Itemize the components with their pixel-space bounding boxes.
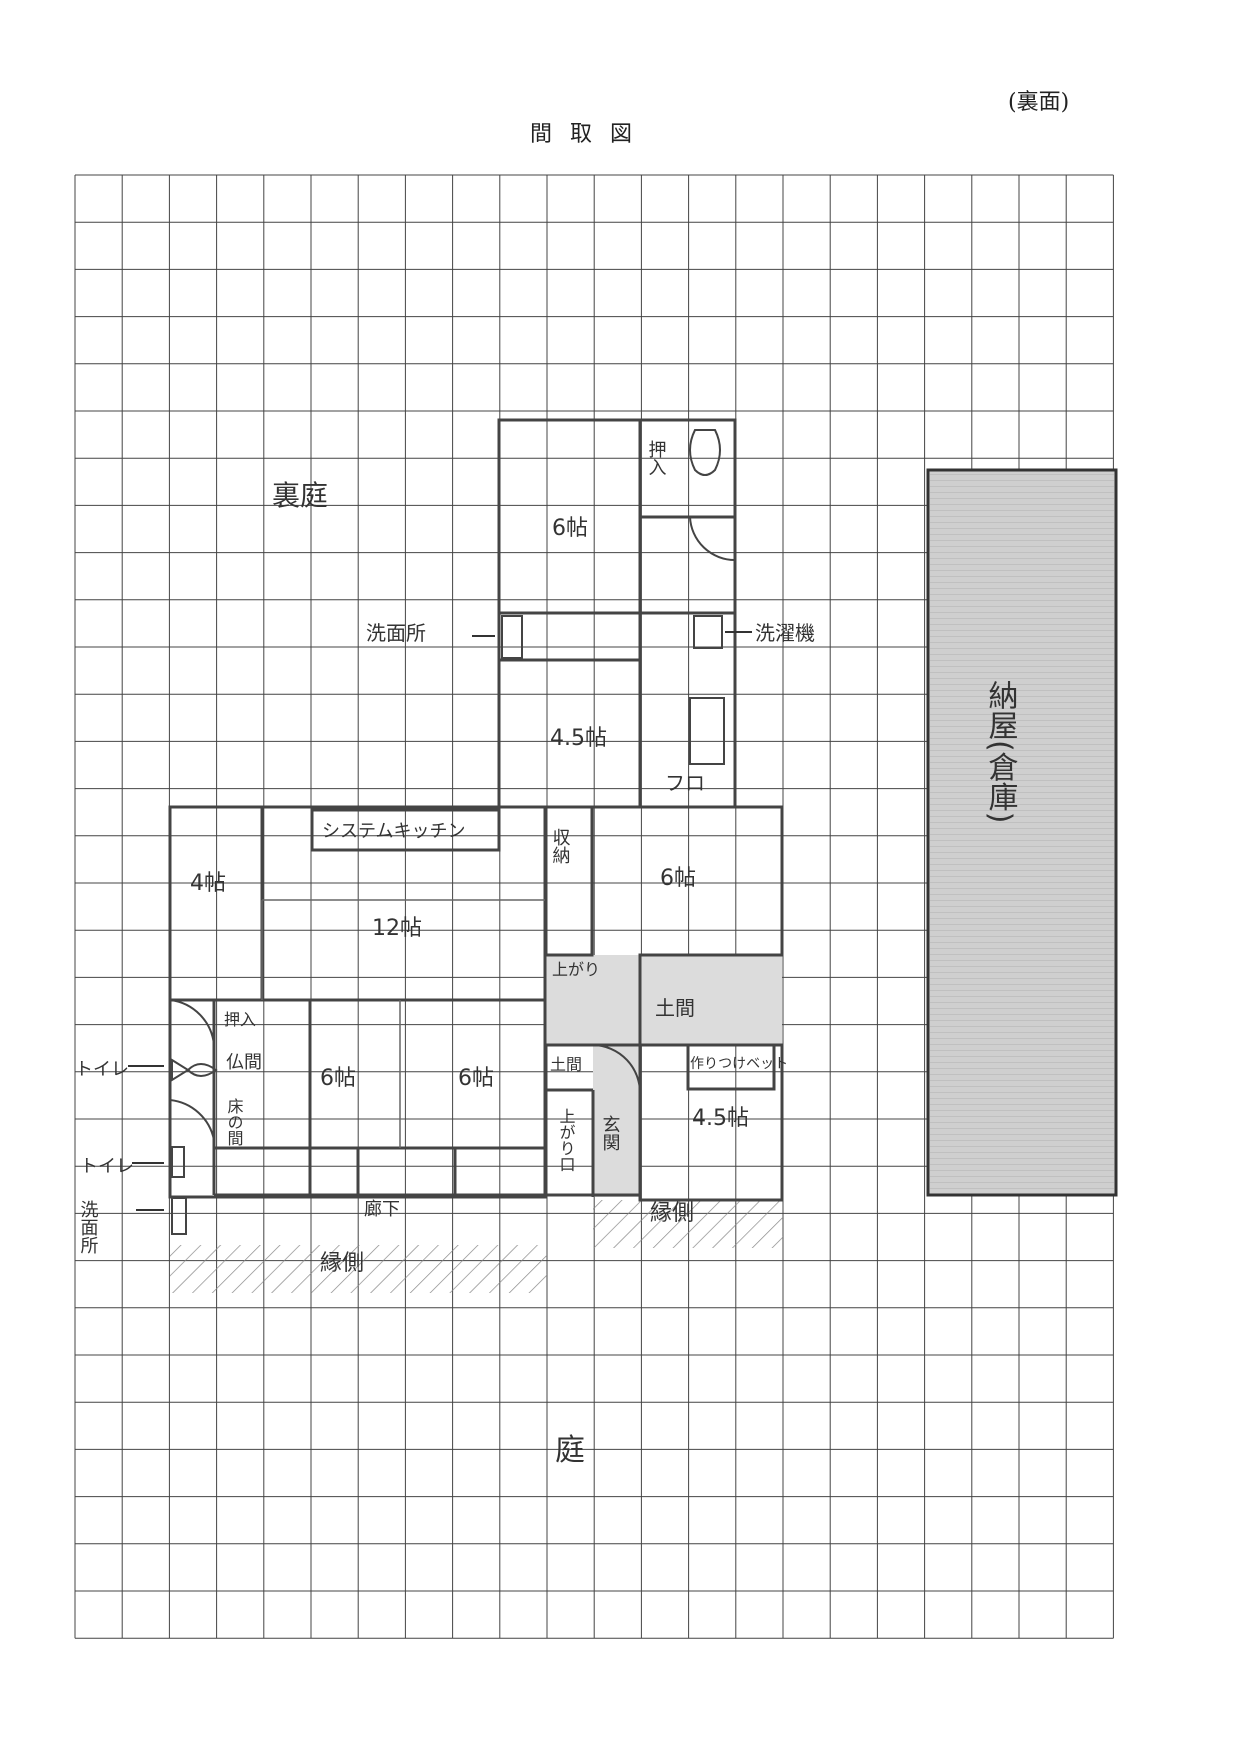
washbasin-label: 洗面所 (366, 621, 426, 645)
room-12-label: 12帖 (372, 916, 422, 941)
storehouse-label: 納屋(倉庫) (983, 680, 1019, 823)
door-swing-icon (689, 516, 736, 562)
genkan-shading (593, 1045, 640, 1197)
room-4-west-label: 4帖 (190, 871, 226, 896)
corridor-label: 廊下 (364, 1199, 400, 1220)
door-swing-icon (169, 999, 215, 1046)
washbasin-icon (501, 615, 523, 659)
room-4-5-center-label: 4.5帖 (550, 726, 607, 751)
genkan-label: 玄関 (600, 1115, 621, 1151)
doma-shading (545, 955, 782, 1045)
storage-label: 収納 (550, 828, 571, 864)
washing-machine-icon (693, 615, 723, 649)
storage-wall (543, 805, 594, 957)
door-swing-icon (592, 1044, 642, 1096)
system-kitchen-counter (310, 808, 501, 852)
toilet-2-icon (171, 1146, 185, 1178)
doma-small-label: 土間 (550, 1055, 582, 1074)
agari-top-label: 上がり (552, 960, 600, 979)
washing-machine-label: 洗濯機 (755, 621, 815, 645)
oshiire-label: 押入 (646, 440, 667, 476)
system-kitchen-label: システムキッチン (322, 821, 465, 842)
front-yard-label: 庭 (555, 1433, 585, 1468)
agari-bottom-label: 上がり口 (557, 1108, 576, 1172)
room-6-a-label: 6帖 (320, 1066, 356, 1091)
engawa-east-label: 縁側 (650, 1201, 694, 1226)
bathtub-icon (689, 697, 725, 765)
engawa-hatch-west (170, 1245, 547, 1293)
room-4-5-east-label: 4.5帖 (692, 1106, 749, 1131)
built-in-bed (686, 1043, 776, 1091)
room-6-east-label: 6帖 (660, 866, 696, 891)
butsuma-label: 仏間 (226, 1052, 262, 1073)
engawa-hatch-east (593, 1200, 783, 1248)
toilet-1-label: トイレ (75, 1059, 129, 1080)
washroom-label: 洗面所 (78, 1200, 99, 1254)
toilet-north-icon (689, 429, 721, 476)
door-swing-icon (169, 1099, 215, 1141)
toilet-1-icon (171, 1058, 218, 1082)
page-side-label: (裏面) (1008, 90, 1070, 115)
room-6-north-label: 6帖 (552, 516, 588, 541)
toilet-2-label: トイレ (80, 1156, 134, 1177)
storehouse-texture (930, 472, 1114, 1193)
doma-top-label: 土間 (655, 996, 695, 1020)
page-title: 間取図 (530, 122, 651, 147)
flo-label: フロ (665, 771, 705, 795)
oshiire2-label: 押入 (224, 1010, 256, 1029)
room-6-b-label: 6帖 (458, 1066, 494, 1091)
built-in-bed-label: 作りつけベット (690, 1056, 788, 1072)
washbasin-west-icon (171, 1197, 187, 1235)
engawa-west-label: 縁側 (320, 1251, 364, 1276)
back-yard-label: 裏庭 (272, 479, 328, 512)
tokonoma-label: 床の間 (225, 1098, 244, 1147)
